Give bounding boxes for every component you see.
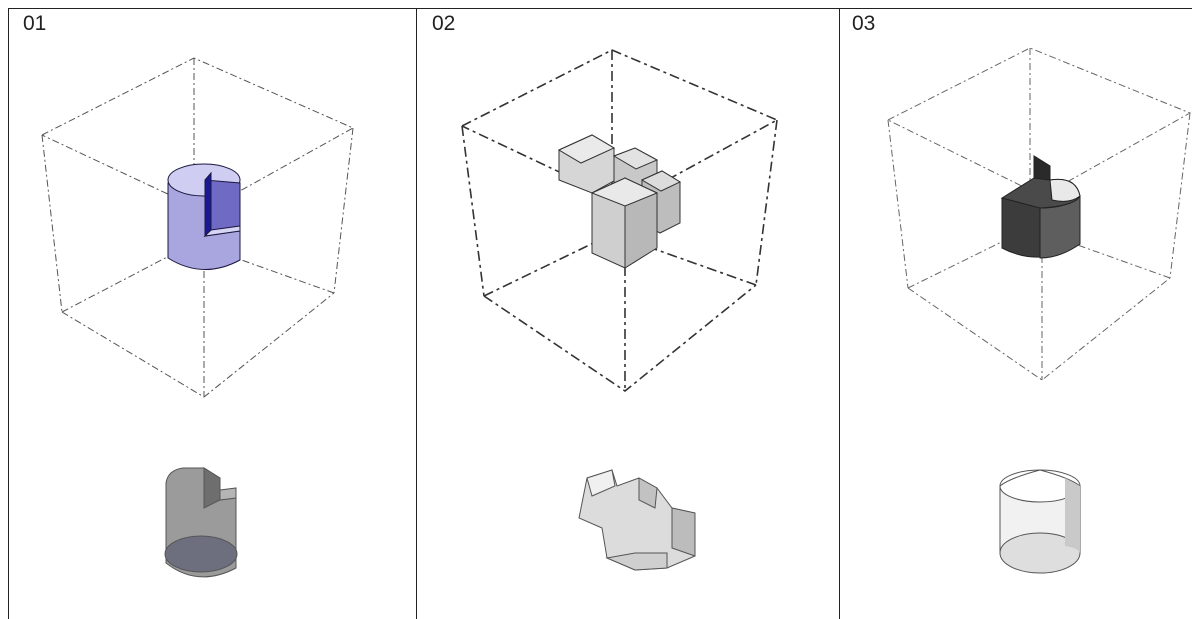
panel-03: 03 [840, 8, 1192, 619]
thumbnail-shape [1000, 470, 1080, 573]
main-shape-cylinder [168, 164, 240, 270]
main-shape-half-cylinder [1002, 156, 1080, 258]
panel-01: 01 [8, 8, 417, 619]
panel-01-drawing [8, 8, 417, 619]
panel-02-drawing [417, 8, 840, 619]
thumbnail-shape [165, 468, 237, 577]
main-shape-blocks [559, 135, 680, 270]
panel-02: 02 [417, 8, 840, 619]
thumbnail-shape [579, 470, 695, 570]
panel-03-drawing [840, 8, 1192, 619]
